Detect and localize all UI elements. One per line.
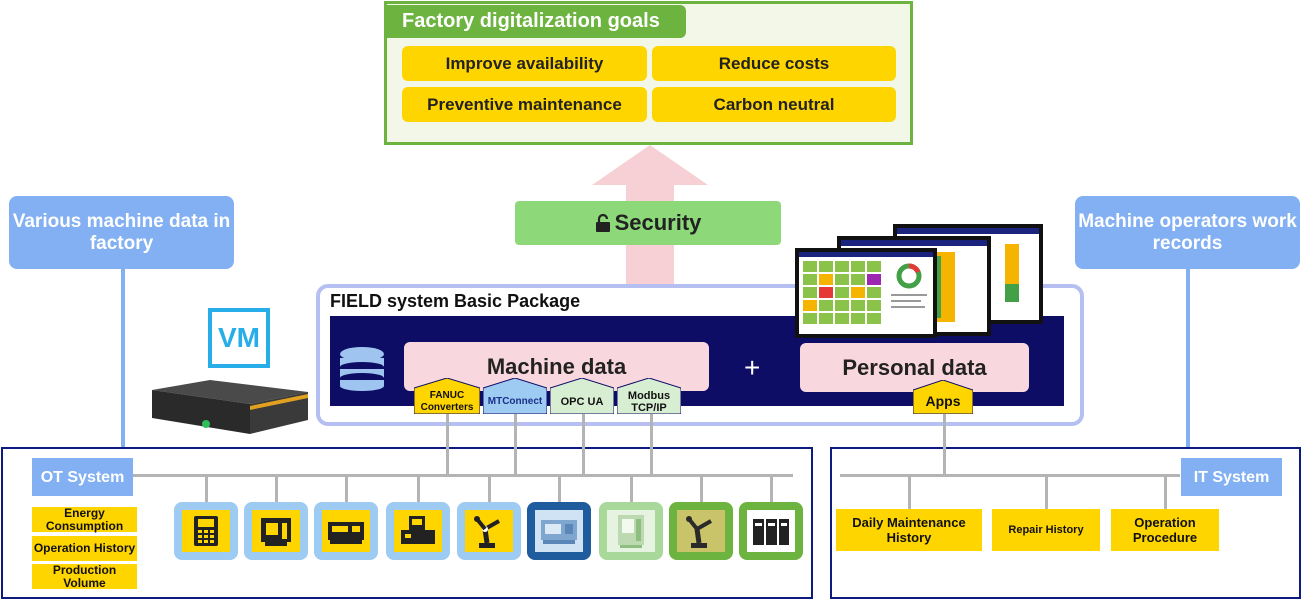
fanuc-tag-shape	[414, 378, 480, 414]
mtconnect-drop-line	[514, 414, 517, 474]
it-drop-3	[1164, 474, 1167, 510]
it-drop-1	[908, 474, 911, 510]
server-appliance-icon	[152, 380, 308, 434]
grinder-icon	[386, 502, 450, 560]
operation-history-label: Operation History	[32, 536, 137, 561]
apps-drop-line	[943, 414, 946, 474]
cnc-controller-icon	[174, 502, 238, 560]
plus-sign: +	[744, 352, 761, 383]
energy-consumption-label: Energy Consumption	[32, 506, 137, 532]
machine-drop-5	[488, 474, 491, 502]
green-machine-icon	[599, 502, 663, 560]
machine-data-source: Various machine data in factory	[9, 196, 234, 269]
opcua-tag-shape	[550, 378, 614, 414]
fanuc-converters-tag: FANUC Converters	[420, 390, 474, 413]
machine-drop-1	[205, 474, 208, 502]
machine-drop-6	[558, 474, 561, 502]
security-badge: Security	[515, 201, 781, 245]
dashboard-screens-image	[795, 224, 1043, 338]
goal-improve-availability: Improve availability	[402, 46, 647, 81]
cabinet-icon	[739, 502, 803, 560]
green-robot-icon	[669, 502, 733, 560]
modbus-tag-shape	[617, 378, 681, 414]
machine-drop-3	[345, 474, 348, 502]
ot-system-label: OT System	[32, 458, 133, 496]
opc-ua-tag: OPC UA	[560, 396, 604, 408]
modbus-drop-line	[650, 414, 653, 474]
mtconnect-tag-shape	[483, 378, 547, 414]
goal-carbon-neutral: Carbon neutral	[652, 87, 896, 122]
machine-drop-8	[700, 474, 703, 502]
operator-records-source-label: Machine operators work records	[1078, 210, 1297, 254]
vm-label: VM	[218, 322, 260, 353]
lock-icon	[595, 213, 610, 232]
it-drop-2	[1045, 474, 1048, 510]
production-volume-label: Production Volume	[32, 563, 137, 589]
left-connector	[121, 269, 125, 459]
operator-records-source: Machine operators work records	[1075, 196, 1300, 269]
personal-data-box: Personal data	[800, 343, 1029, 392]
lathe-icon	[314, 502, 378, 560]
it-bus-line	[840, 474, 1180, 477]
modbus-tag: Modbus TCP/IP	[627, 390, 671, 414]
machine-data-source-label: Various machine data in factory	[12, 210, 231, 254]
blue-lathe-icon	[527, 502, 591, 560]
machining-center-icon	[244, 502, 308, 560]
robot-arm-icon	[457, 502, 521, 560]
machine-drop-9	[770, 474, 773, 502]
package-title: FIELD system Basic Package	[330, 291, 581, 311]
fanuc-drop-line	[446, 414, 449, 474]
machine-drop-2	[275, 474, 278, 502]
ot-bus-line	[133, 474, 793, 477]
goal-preventive-maintenance: Preventive maintenance	[402, 87, 647, 122]
apps-tag: Apps	[925, 393, 961, 409]
goal-reduce-costs: Reduce costs	[652, 46, 896, 81]
opcua-drop-line	[582, 414, 585, 474]
security-label: Security	[614, 210, 702, 235]
apps-tag-shape	[913, 380, 973, 414]
repair-history-label: Repair History	[992, 509, 1100, 551]
operation-procedure-label: Operation Procedure	[1111, 509, 1219, 551]
machine-data-label: Machine data	[486, 353, 627, 379]
daily-maintenance-history-label: Daily Maintenance History	[836, 509, 982, 551]
right-connector	[1186, 269, 1190, 459]
mtconnect-tag: MTConnect	[487, 396, 543, 407]
machine-drop-4	[417, 474, 420, 502]
vm-icon: VM	[208, 308, 270, 368]
it-system-label: IT System	[1181, 458, 1282, 496]
database-icon	[340, 347, 384, 391]
personal-data-label: Personal data	[842, 354, 987, 380]
goals-title: Factory digitalization goals	[386, 5, 686, 38]
machine-drop-7	[630, 474, 633, 502]
